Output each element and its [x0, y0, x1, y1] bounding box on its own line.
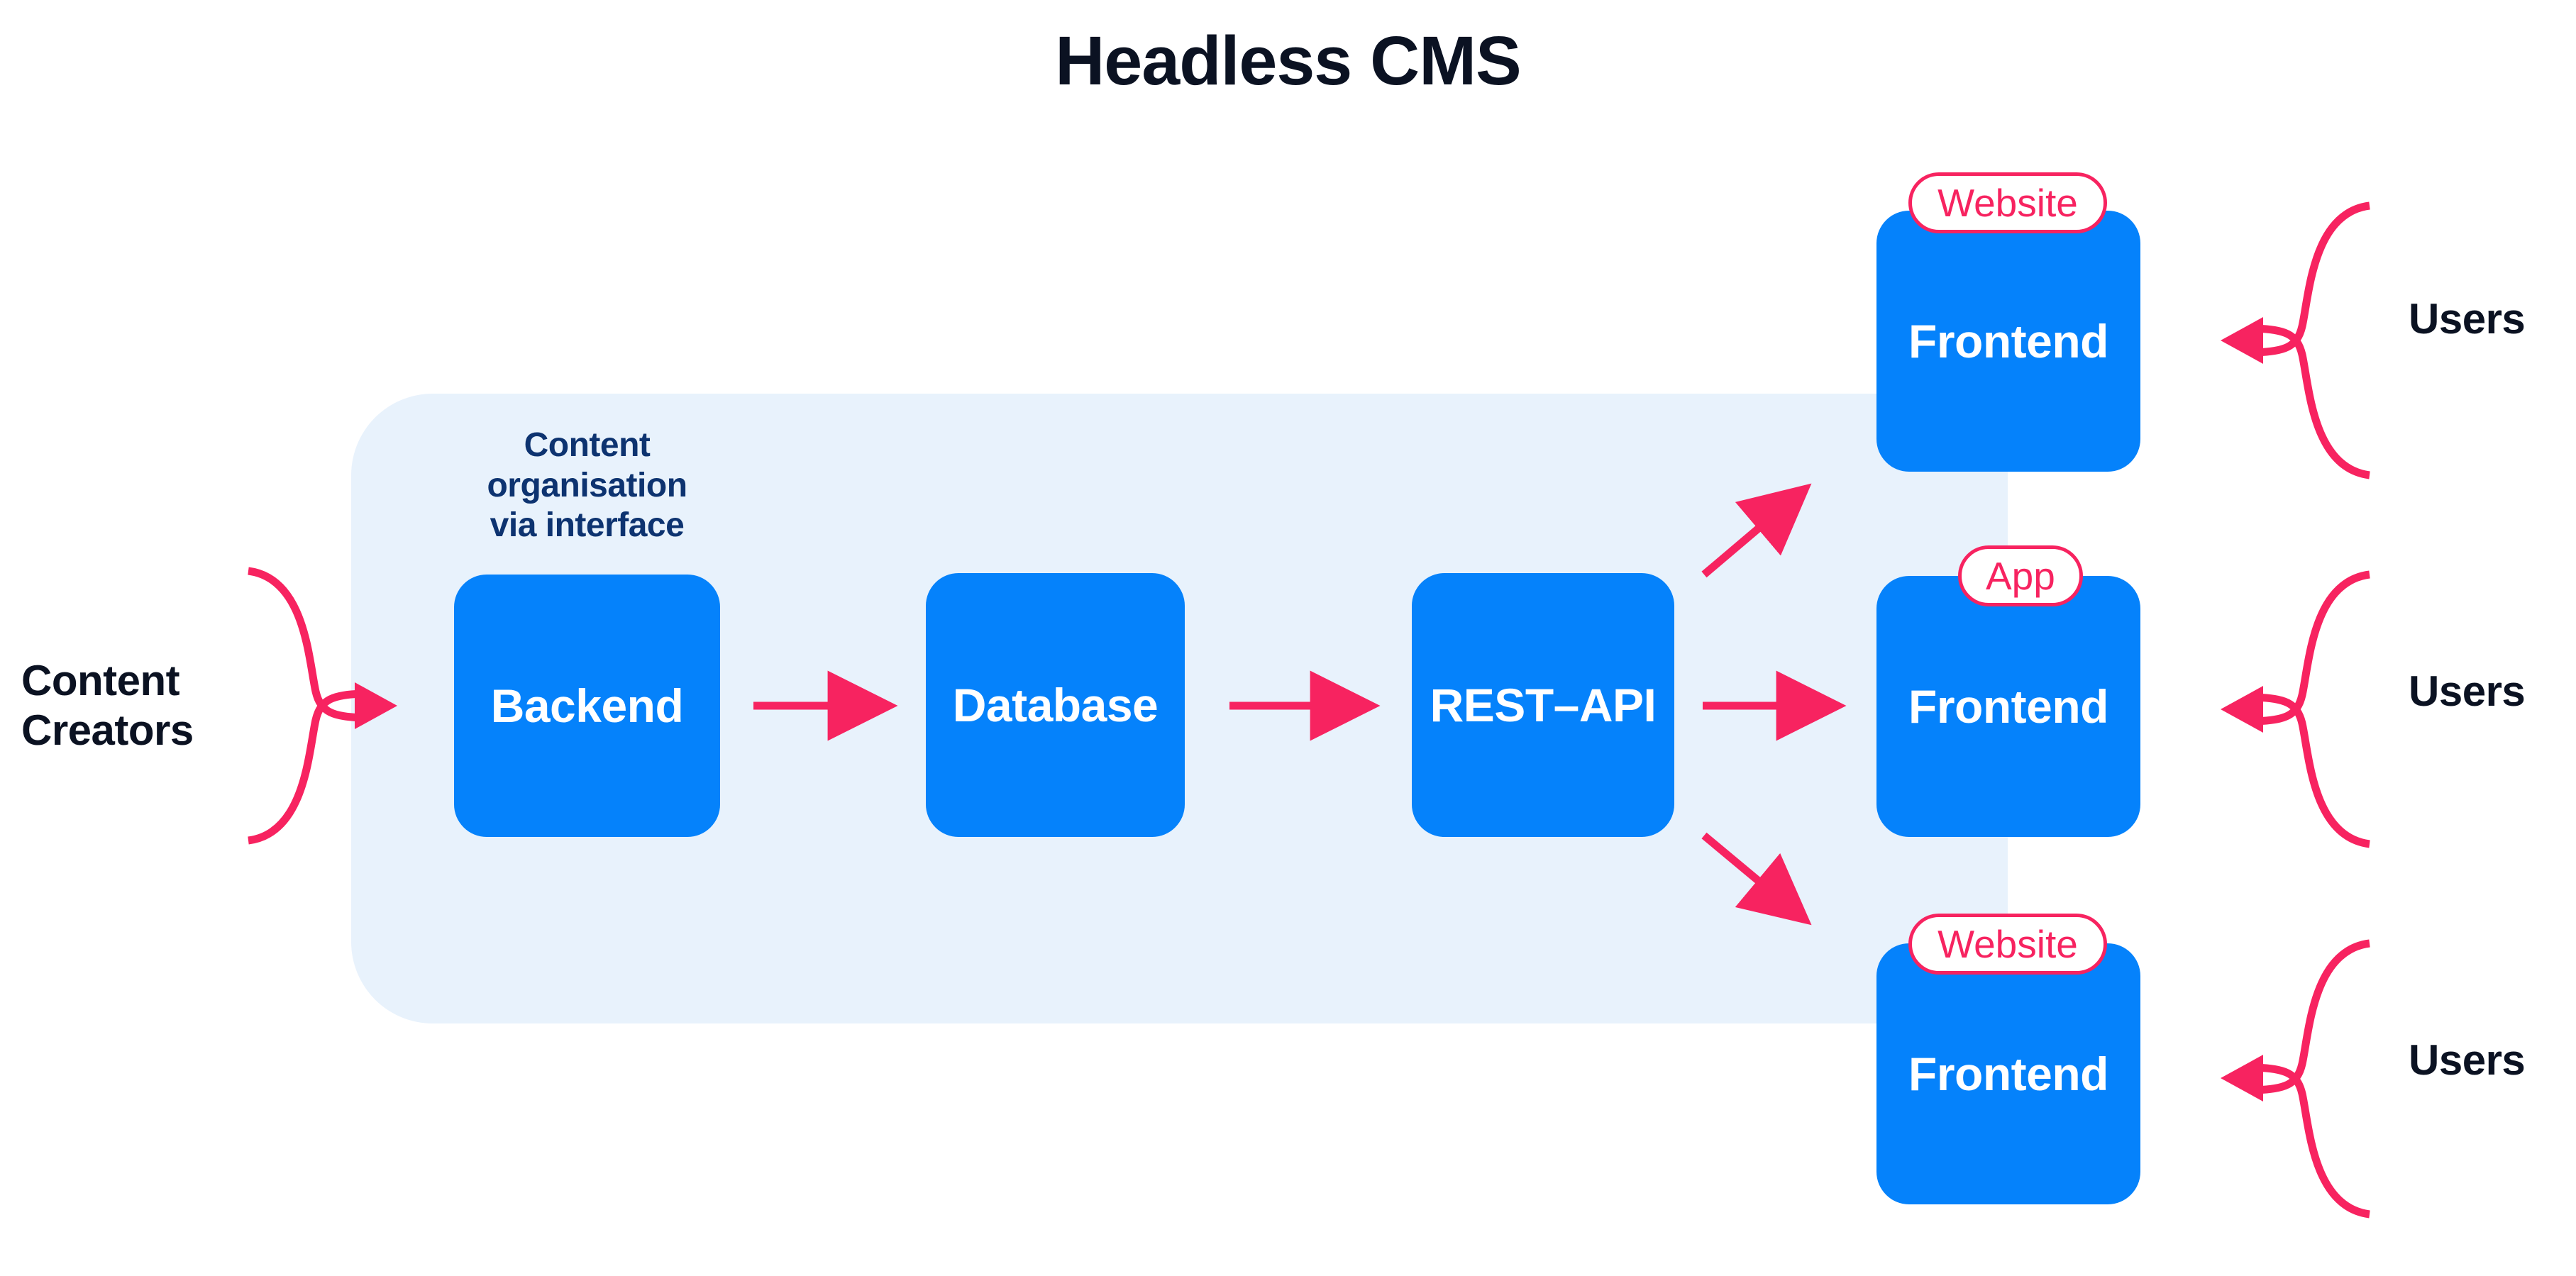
node-frontend-website-bottom[interactable]: Frontend [1876, 943, 2140, 1204]
brace-users-top [2221, 201, 2370, 479]
badge-website-bottom[interactable]: Website [1908, 914, 2107, 975]
node-backend[interactable]: Backend [454, 575, 720, 837]
label-users-middle: Users [2409, 667, 2526, 715]
content-organisation-note-line-3: via interface [490, 506, 685, 545]
node-database[interactable]: Database [926, 573, 1185, 837]
brace-users-middle [2221, 570, 2370, 848]
badge-website-top[interactable]: Website [1908, 172, 2107, 233]
label-content-creators-line-1: Content [21, 657, 180, 704]
content-organisation-note: Content organisation via interface [454, 426, 720, 546]
label-content-creators-line-2: Creators [21, 706, 194, 754]
label-users-top: Users [2409, 295, 2526, 343]
label-content-creators: Content Creators [21, 656, 277, 755]
node-frontend-website-top[interactable]: Frontend [1876, 211, 2140, 472]
brace-users-bottom [2221, 939, 2370, 1219]
label-users-bottom: Users [2409, 1036, 2526, 1084]
page-title: Headless CMS [1055, 22, 1522, 99]
node-rest-api[interactable]: REST–API [1412, 573, 1674, 837]
badge-app[interactable]: App [1958, 545, 2083, 606]
node-frontend-app[interactable]: Frontend [1876, 576, 2140, 837]
content-organisation-note-line-1: Content [524, 426, 651, 464]
content-organisation-note-line-2: organisation [487, 466, 687, 504]
